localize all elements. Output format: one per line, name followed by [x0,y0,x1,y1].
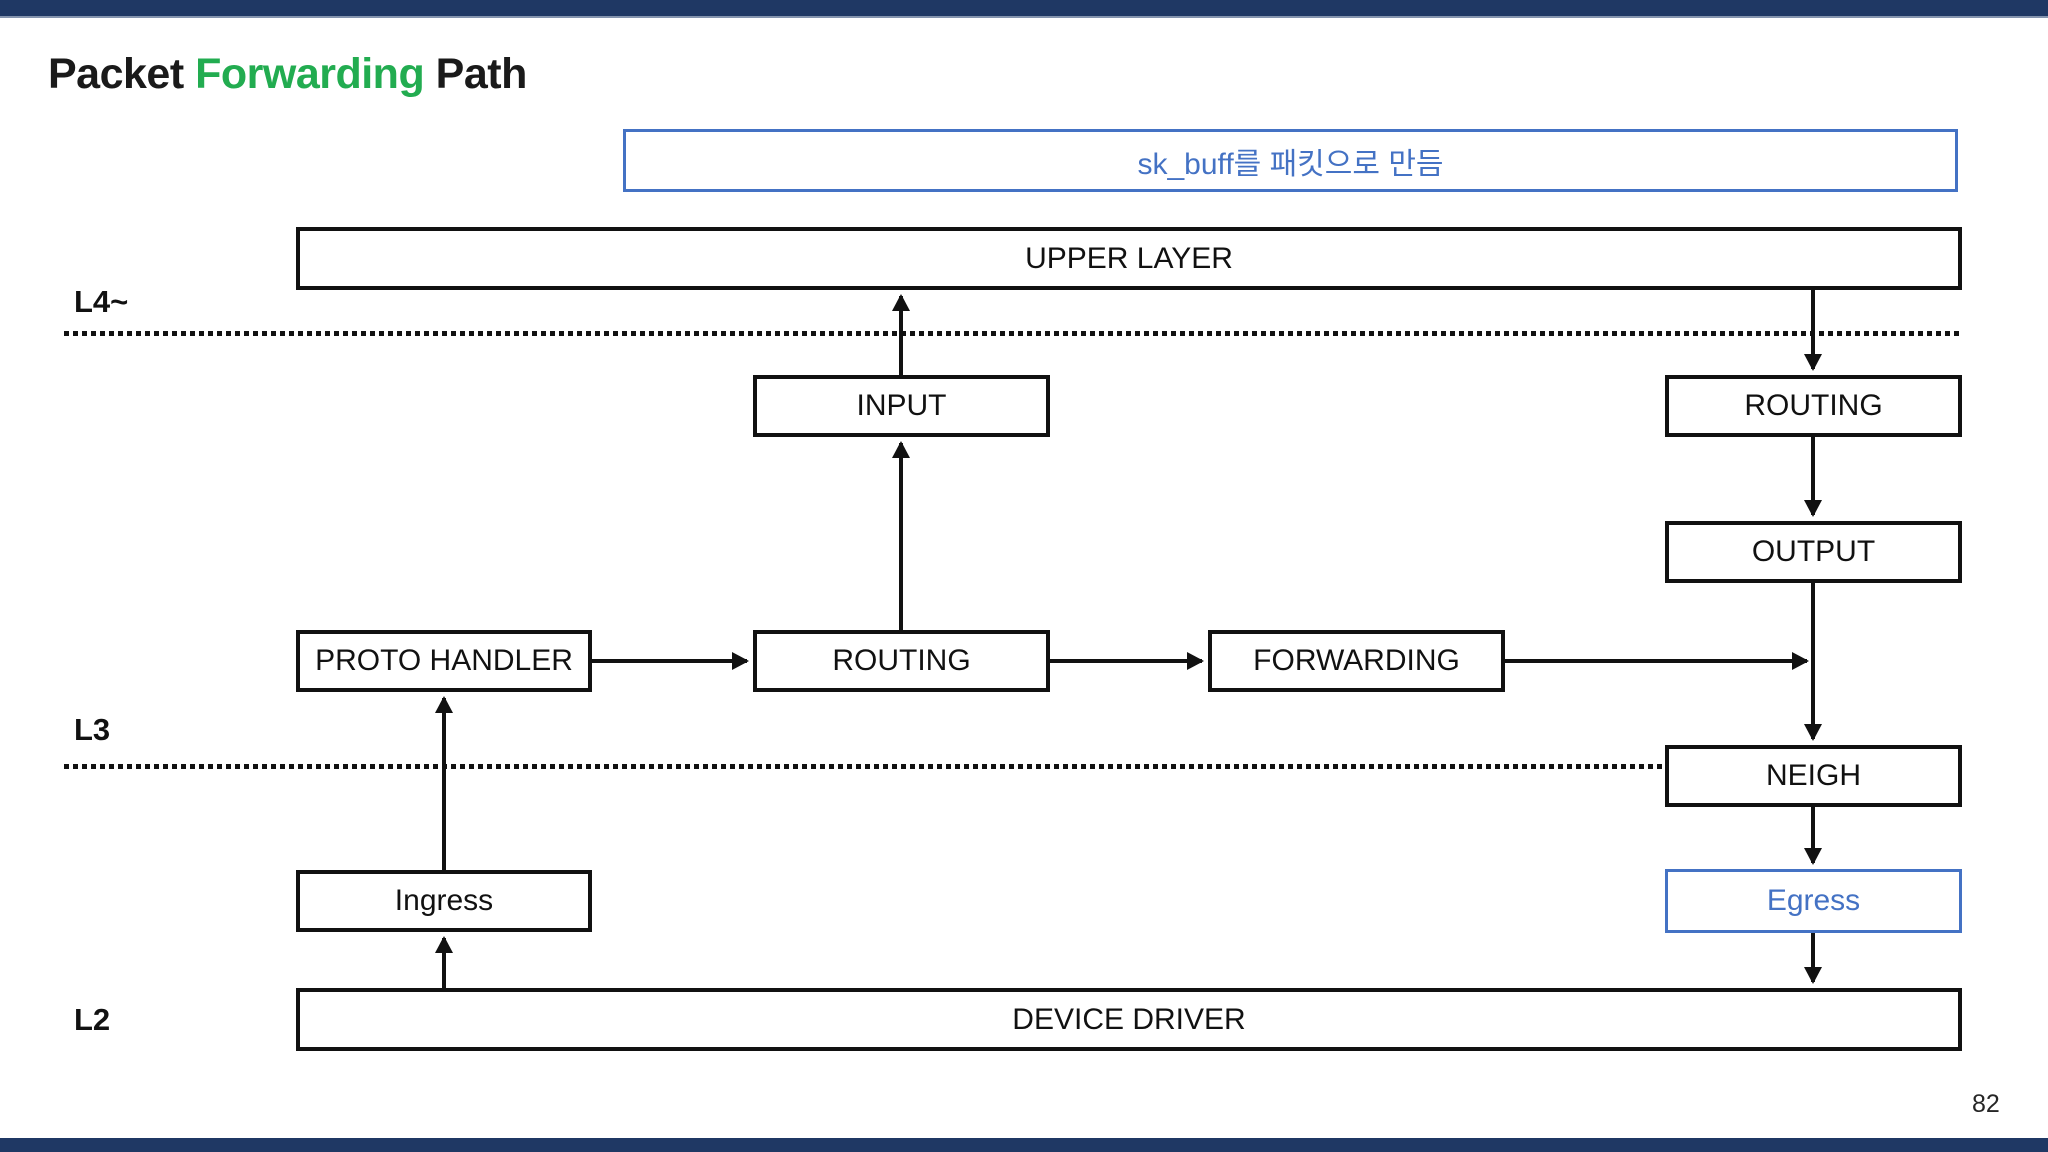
node-upper-layer: UPPER LAYER [296,227,1962,290]
node-input: INPUT [753,375,1050,437]
title-text-black: Path [424,50,528,98]
node-egress-label: Egress [1766,884,1861,917]
l4-boundary-line [64,331,1960,336]
callout-box-skbuff: sk_buff를 패킷으로 만듬 [623,129,1958,192]
top-accent-bar [0,0,2048,18]
layer-label-l2: L2 [74,1002,111,1037]
node-device-driver-label: DEVICE DRIVER [1012,1002,1246,1036]
node-routing-center-label: ROUTING [832,644,971,677]
node-proto-handler: PROTO HANDLER [296,630,592,692]
l3-boundary-line [64,764,1665,769]
node-input-label: INPUT [856,389,947,422]
page-number: 82 [1972,1090,2000,1118]
bottom-accent-bar [0,1138,2048,1152]
node-neigh-label: NEIGH [1765,759,1861,792]
layer-label-l4: L4~ [74,284,129,319]
node-routing-top-label: ROUTING [1744,389,1883,422]
callout-text: sk_buff를 패킷으로 만듬 [1137,147,1444,181]
page-title: Packet Forwarding Path [48,50,527,99]
node-output-label: OUTPUT [1751,535,1876,568]
node-egress: Egress [1665,869,1962,933]
node-upper-layer-label: UPPER LAYER [1025,241,1233,275]
title-text-green: Forwarding [195,50,425,98]
node-routing-center: ROUTING [753,630,1050,692]
node-ingress-label: Ingress [394,884,494,917]
node-routing-top: ROUTING [1665,375,1962,437]
layer-label-l3: L3 [74,712,111,747]
node-forwarding-label: FORWARDING [1253,644,1460,677]
node-device-driver: DEVICE DRIVER [296,988,1962,1051]
node-output: OUTPUT [1665,521,1962,583]
node-forwarding: FORWARDING [1208,630,1505,692]
title-text-black: Packet [48,50,196,98]
node-ingress: Ingress [296,870,592,932]
node-proto-handler-label: PROTO HANDLER [315,644,573,677]
node-neigh: NEIGH [1665,745,1962,807]
